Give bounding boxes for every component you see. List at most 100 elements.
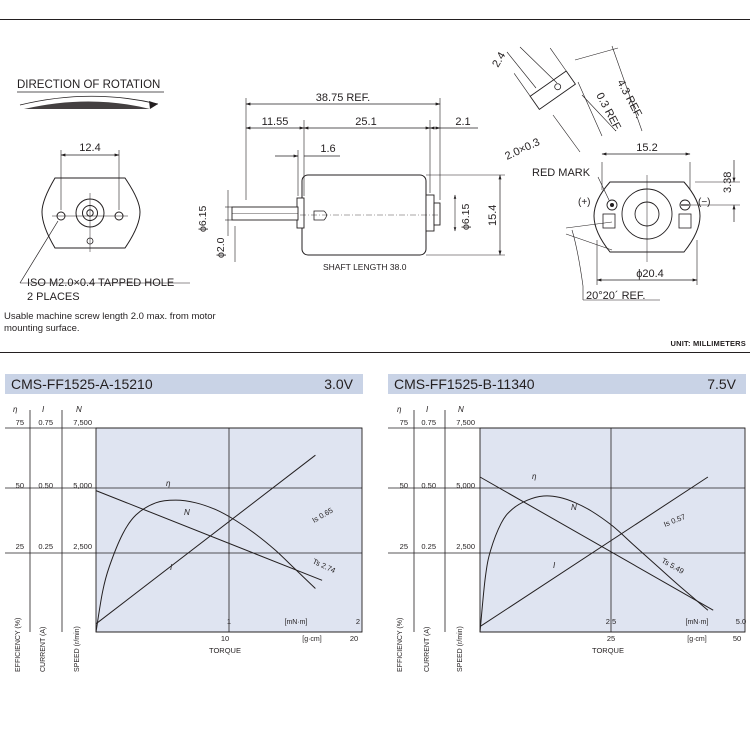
dim-15-4: 15.4 [487, 205, 499, 226]
chart-b-spd-tick-0: 7,500 [456, 418, 475, 427]
chart-a-eta-label: η [166, 479, 171, 488]
chart-a-voltage: 3.0V [324, 376, 353, 392]
chart-b-x-tick-gcm-1: 50 [733, 634, 741, 643]
unit-label: UNIT: MILLIMETERS [670, 339, 746, 348]
chart-b-eff-tick-0: 75 [400, 418, 408, 427]
dim-2-0: ϕ2.0 [215, 237, 227, 258]
chart-b-n-label: N [571, 503, 577, 512]
chart-b-x-tick-mnm-0: 2.5 [606, 617, 616, 626]
chart-a-x-tick-mnm-1: 2 [356, 617, 360, 626]
chart-b-eff-tick-2: 25 [400, 542, 408, 551]
dim-2x0-3: 2.0×0.3 [503, 136, 542, 163]
chart-a-spd-tick-1: 5,000 [73, 481, 92, 490]
motor-front-view [41, 177, 141, 252]
chart-a-eff-label: EFFICIENCY (%) [15, 618, 22, 672]
motor-drawing: DIRECTION OF ROTATION 12.4 ISO M2.0×0.4 … [17, 45, 740, 303]
chart-b-curves [479, 476, 714, 633]
chart-b-spd-tick-1: 5,000 [456, 481, 475, 490]
chart-a: η I N 75 50 25 0.75 0.50 0.25 7,500 5,00… [5, 405, 363, 672]
chart-a-x-unit-gcm: [g·cm] [302, 636, 322, 643]
dim-4-3: 4.3 REF. [614, 78, 644, 121]
chart-a-spd-label: SPEED (r/min) [74, 626, 81, 672]
motor-side-view [231, 174, 441, 256]
minus-label: (−) [698, 197, 711, 208]
dim-1-6: 1.6 [320, 143, 335, 155]
dim-3-38: 3.38 [722, 172, 734, 193]
chart-a-cur-symbol: I [42, 405, 45, 414]
chart-a-spd-tick-0: 7,500 [73, 418, 92, 427]
chart-b-cur-tick-1: 0.50 [421, 481, 436, 490]
chart-a-n-label: N [184, 508, 190, 517]
dim-11-55: 11.55 [262, 116, 289, 128]
chart-b-eff-tick-1: 50 [400, 481, 408, 490]
chart-a-speed-curve [95, 490, 323, 581]
chart-b-eff-label: EFFICIENCY (%) [397, 618, 404, 672]
chart-a-x-tick-gcm-0: 10 [221, 634, 229, 643]
chart-b-model: CMS-FF1525-B-11340 [394, 376, 535, 392]
chart-b-cur-symbol: I [426, 405, 429, 414]
chart-a-spd-tick-2: 2,500 [73, 542, 92, 551]
dim-15-2: 15.2 [636, 142, 657, 154]
chart-b-voltage: 7.5V [707, 376, 736, 392]
hole-note-line1: ISO M2.0×0.4 TAPPED HOLE [27, 277, 174, 289]
dim-2-4: 2.4 [490, 50, 508, 69]
chart-b-header: CMS-FF1525-B-11340 7.5V [388, 374, 746, 394]
chart-a-curves [95, 454, 323, 633]
terminal-detail [513, 47, 577, 110]
chart-b: η I N 75 50 25 0.75 0.50 0.25 7,500 5,00… [388, 405, 746, 672]
chart-b-x-tick-gcm-0: 25 [607, 634, 615, 643]
chart-b-eta-label: η [532, 472, 537, 481]
chart-b-cur-tick-0: 0.75 [421, 418, 436, 427]
chart-b-cur-label: CURRENT (A) [424, 627, 431, 672]
chart-a-cur-label: CURRENT (A) [40, 627, 47, 672]
direction-label: DIRECTION OF ROTATION [17, 79, 160, 91]
chart-a-cur-tick-0: 0.75 [38, 418, 53, 427]
chart-b-x-unit-mnm: [mN·m] [686, 619, 709, 626]
chart-a-eff-tick-1: 50 [16, 481, 24, 490]
chart-a-x-unit-mnm: [mN·m] [285, 619, 308, 626]
chart-b-spd-symbol: N [458, 405, 464, 414]
chart-b-plot-area [479, 427, 746, 633]
chart-b-spd-label: SPEED (r/min) [457, 626, 464, 672]
chart-a-eff-tick-2: 25 [16, 542, 24, 551]
angle-label: 20°20´ REF. [586, 290, 645, 302]
chart-a-cur-tick-2: 0.25 [38, 542, 53, 551]
chart-a-x-tick-gcm-1: 20 [350, 634, 358, 643]
chart-a-model: CMS-FF1525-A-15210 [11, 376, 153, 392]
chart-a-cur-tick-1: 0.50 [38, 481, 53, 490]
chart-b-xlabel: TORQUE [592, 646, 624, 655]
chart-b-cur-tick-2: 0.25 [421, 542, 436, 551]
dim-2-1: 2.1 [455, 116, 470, 128]
chart-b-speed-curve [479, 476, 714, 611]
rotation-arrow-icon [19, 95, 159, 106]
chart-b-eff-symbol: η [397, 405, 402, 414]
chart-a-header: CMS-FF1525-A-15210 3.0V [5, 374, 363, 394]
chart-b-i-label: I [553, 561, 556, 570]
chart-a-xlabel: TORQUE [209, 646, 241, 655]
chart-a-i-label: I [170, 563, 173, 572]
plus-label: (+) [578, 197, 591, 208]
chart-a-eff-symbol: η [13, 405, 18, 414]
chart-a-x-tick-mnm-0: 1 [227, 617, 231, 626]
chart-a-current-curve [95, 454, 316, 625]
dim-38-75: 38.75 REF. [316, 92, 370, 104]
chart-a-eff-tick-0: 75 [16, 418, 24, 427]
chart-a-spd-symbol: N [76, 405, 82, 414]
chart-b-efficiency-curve [479, 495, 709, 633]
shaft-length: SHAFT LENGTH 38.0 [323, 262, 407, 272]
usable-screw-note: Usable machine screw length 2.0 max. fro… [4, 311, 216, 334]
chart-b-current-curve [479, 476, 709, 628]
chart-a-efficiency-curve [95, 499, 316, 633]
hole-note-line2: 2 PLACES [27, 291, 80, 303]
dim-25-1: 25.1 [355, 116, 376, 128]
chart-b-x-unit-gcm: [g·cm] [687, 636, 707, 643]
dim-6-15-left: ϕ6.15 [197, 206, 209, 232]
dim-20-4: ϕ20.4 [636, 268, 664, 280]
chart-b-spd-tick-2: 2,500 [456, 542, 475, 551]
top-rule [0, 19, 750, 20]
red-mark-label: RED MARK [532, 167, 591, 179]
section-rule [0, 352, 750, 353]
dim-12-4: 12.4 [79, 142, 100, 154]
chart-b-x-tick-mnm-1: 5.0 [736, 617, 746, 626]
motor-rear-view [593, 175, 701, 262]
